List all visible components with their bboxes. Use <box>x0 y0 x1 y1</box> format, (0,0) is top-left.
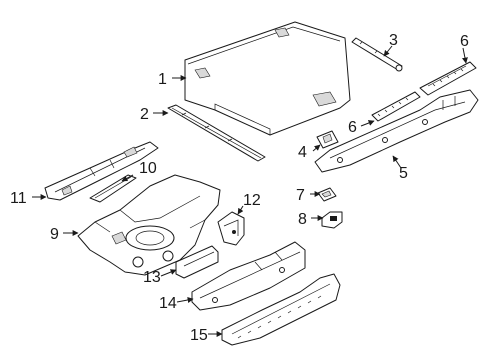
part-8-retainer <box>321 211 343 229</box>
callout-6-upper: 6 <box>460 33 469 50</box>
leader-lines <box>32 45 468 337</box>
callout-9: 9 <box>50 226 59 243</box>
part-9-rear-floor-pan <box>77 174 221 276</box>
callout-7: 7 <box>296 187 305 204</box>
callout-11: 11 <box>10 190 27 207</box>
callout-4: 4 <box>298 144 307 161</box>
part-3-support-rod <box>351 37 403 72</box>
callout-1: 1 <box>158 71 167 88</box>
part-14-sill-section <box>191 241 306 311</box>
callout-5: 5 <box>399 165 408 182</box>
part-11-floor-reinforcement <box>44 141 159 201</box>
callout-15: 15 <box>190 327 208 344</box>
callout-3: 3 <box>389 32 398 49</box>
part-12-bracket <box>217 211 245 246</box>
callout-2: 2 <box>140 106 149 123</box>
callout-14: 14 <box>159 295 177 312</box>
callout-13: 13 <box>143 269 161 286</box>
callout-labels: 1 2 3 4 5 6 6 7 8 9 10 11 12 13 14 15 <box>10 32 469 344</box>
part-6-scuff-plate-upper <box>419 61 477 96</box>
part-4-bracket <box>316 130 339 149</box>
part-5-rear-body-panel <box>314 89 479 173</box>
part-2-floor-trim-strip <box>167 104 266 162</box>
part-6-scuff-plate-mid <box>371 91 421 122</box>
part-15-bumper-reinforcement <box>221 273 341 346</box>
callout-10: 10 <box>139 160 157 177</box>
part-1-cargo-floor-panel <box>184 21 351 136</box>
part-7-clip <box>317 187 337 202</box>
callout-6-mid: 6 <box>348 119 357 136</box>
callout-12: 12 <box>243 192 261 209</box>
callout-8: 8 <box>298 211 307 228</box>
